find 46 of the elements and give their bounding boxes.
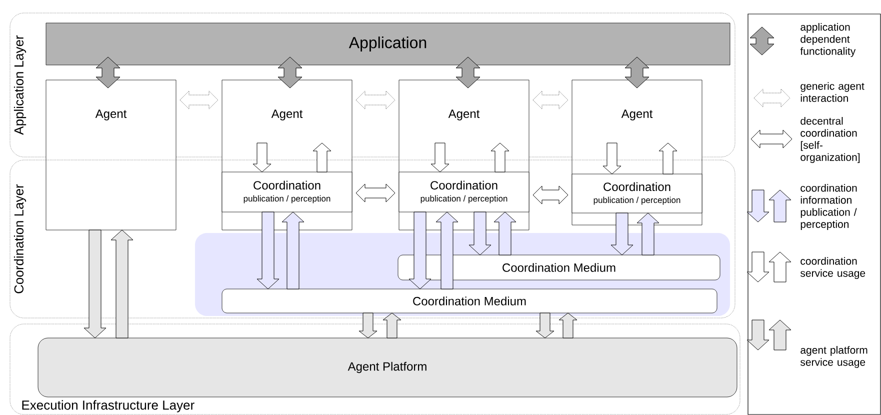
block-arrow	[96, 56, 120, 88]
block-arrow	[490, 142, 510, 172]
layer-label: Application Layer	[14, 35, 26, 135]
block-arrow	[356, 184, 396, 202]
block-arrow	[356, 90, 396, 110]
block-arrow	[558, 312, 578, 338]
block-arrow	[468, 212, 492, 256]
block-arrow	[536, 312, 554, 338]
block-arrow	[252, 142, 272, 172]
block-arrow	[278, 56, 302, 88]
block-arrow	[358, 312, 378, 338]
medium-box: Coordination Medium	[222, 288, 718, 314]
block-arrow	[532, 90, 568, 110]
block-arrow	[624, 56, 650, 88]
layer-label: Execution Infrastructure Layer	[22, 400, 194, 412]
block-arrow	[312, 142, 332, 172]
block-arrow	[282, 212, 304, 290]
coordination-box: Coordination publication / perception	[398, 172, 530, 212]
legend-label: decentral coordination [self-organization]	[800, 117, 860, 163]
block-arrow	[436, 212, 458, 290]
application-bar: Application	[46, 22, 730, 66]
legend-label: generic agent interaction	[800, 82, 864, 102]
layer-label: Coordination Layer	[14, 184, 26, 294]
medium-box: Coordination Medium	[398, 254, 720, 280]
block-arrow	[494, 212, 516, 256]
platform-box: Agent Platform	[38, 338, 738, 398]
block-arrow	[180, 90, 218, 110]
legend-label: application dependent functionality	[800, 23, 856, 57]
block-arrow	[408, 212, 432, 290]
coordination-box: Coordination publication / perception	[572, 174, 702, 214]
block-arrow	[658, 142, 678, 174]
block-arrow	[382, 312, 402, 338]
block-arrow	[602, 142, 622, 174]
legend-label: coordination service usage	[800, 257, 866, 279]
block-arrow	[532, 186, 568, 204]
legend-label: coordination information publication / perception	[800, 184, 857, 230]
agent-box: Agent	[46, 80, 176, 230]
block-arrow	[84, 230, 106, 338]
block-arrow	[256, 212, 280, 290]
block-arrow	[636, 212, 660, 256]
block-arrow	[456, 56, 480, 88]
block-arrow	[110, 230, 134, 338]
block-arrow	[430, 142, 450, 172]
coordination-box: Coordination publication / perception	[222, 172, 352, 212]
legend-label: agent platform service usage	[800, 346, 868, 368]
block-arrow	[610, 212, 634, 256]
